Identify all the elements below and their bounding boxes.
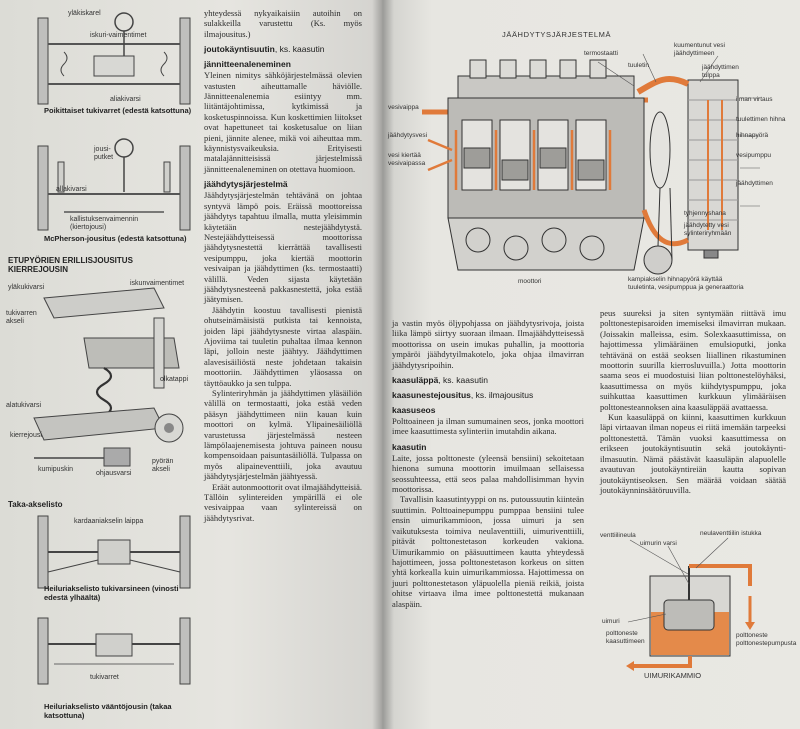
entry-kaasunestejousitus: kaasunestejousitus, ks. ilmajousitus xyxy=(392,390,534,401)
fig2-label-1: jousi-putket xyxy=(94,146,114,161)
text-ilmajaahdytys: ja vastin myös öljypohjassa on jäähdytys… xyxy=(392,318,584,370)
text-jaahdytysjarjestelma-3: Sylinteriryhmän ja jäähdyttimen yläsäili… xyxy=(204,388,362,482)
right-text-column-left: ja vastin myös öljypohjassa on jäähdytys… xyxy=(392,318,584,609)
entry-kaasutin: kaasutin xyxy=(392,441,427,452)
carb-label-istukka: neulaventtiilin istukka xyxy=(700,530,762,537)
fig2-label-2: kallistuksenvaimennin (kiertojousi) xyxy=(70,216,139,231)
text-kaasutin-3: peus suureksi ja siten syntymään riittäv… xyxy=(600,308,786,412)
running-head: JÄÄHDYTYSJÄRJESTELMÄ xyxy=(502,30,612,39)
fig1-label-3: aliakivarsi xyxy=(110,96,141,103)
text-jaahdytysjarjestelma-4: Eräät autonmoottorit ovat ilmajäähdyttei… xyxy=(204,481,362,523)
fig3-label-2: tukivarren akseli xyxy=(6,310,37,325)
fig5-caption: Heiluriakselisto vääntöjousin (takaa kat… xyxy=(44,702,172,720)
left-text-column: yhteydessä nykyaikaisiin autoihin on sul… xyxy=(204,8,362,523)
fig4-label-1: kardaaniakselin laippa xyxy=(74,518,144,525)
right-text-column-right: peus suureksi ja siten syntymään riittäv… xyxy=(600,308,786,495)
text-jaahdytysjarjestelma-2: Jäähdytin koostuu tavallisesti pienistä … xyxy=(204,304,362,388)
carb-label-uimurin-varsi: uimurin varsi xyxy=(640,540,677,547)
fig3-label-9: pyörän akseli xyxy=(152,458,174,473)
right-book-page: JÄÄHDYTYSJÄRJESTELMÄ xyxy=(382,0,800,729)
engine-label-kampiakselin: kampiakselin hihnapyörä käyttää tuuletin… xyxy=(628,276,744,291)
text-kaasutin-1: Laite, jossa polttoneste (yleensä bensii… xyxy=(392,452,584,495)
entry-joutokayntisuutin: joutokäyntisuutin, ks. kaasutin xyxy=(204,44,325,55)
engine-label-jaahdytysvesi: jäähdytysvesi xyxy=(388,132,428,139)
engine-label-jaahdytetty-vesi: jäähdytetty vesi sylinteriryhmään xyxy=(684,222,732,237)
float-chamber-diagram: venttiilineula uimurin varsi neulaventti… xyxy=(600,526,797,679)
figure-mcpherson: jousi-putket kallistuksenvaimennin (kier… xyxy=(34,132,194,243)
carb-label-venttiilineula: venttiilineula xyxy=(600,532,636,539)
entry-jaahdytysjarjestelma: jäähdytysjärjestelmä xyxy=(204,179,288,190)
text-jaahdytysjarjestelma-1: Jäähdytysjärjestelmän tehtävänä on johta… xyxy=(204,190,362,305)
engine-label-tulppa: jäähdyttimen tulppa xyxy=(702,64,739,79)
fig1-label-1: yläkiskarel xyxy=(68,10,101,17)
book-gutter xyxy=(372,0,394,729)
text-jannitteenaleneminen: Yleinen nimitys sähköjärjestelmässä olev… xyxy=(204,70,362,174)
left-book-page: yläkiskarel iskuri-vaimentimet aliakivar… xyxy=(0,0,382,729)
text-kaasuseos: Polttoaineen ja ilman sumumainen seos, j… xyxy=(392,416,584,437)
entry-kaasulappa: kaasuläppä, ks. kaasutin xyxy=(392,375,488,386)
engine-label-jaahdyttimen: jäähdyttimen xyxy=(736,180,773,187)
figure-front-suspension: yläkukivarsi tukivarren akseli iskunvaim… xyxy=(4,278,194,488)
fig2-caption: McPherson-jousitus (edestä katsottuna) xyxy=(44,234,187,243)
figure-transverse-arms: yläkiskarel iskuri-vaimentimet aliakivar… xyxy=(34,4,194,120)
fig1-caption: Poikittaiset tukivarret (edestä katsottu… xyxy=(44,106,192,115)
fig3-label-3: iskunvaimentimet xyxy=(130,280,185,287)
text-kaasutin-2: Tavallisin kaasutintyyppi on ns. putouss… xyxy=(392,494,584,609)
engine-label-moottori: moottori xyxy=(518,278,542,285)
fig2-label-3: allakivarsi xyxy=(56,186,87,193)
engine-label-vesipumppu: vesipumppu xyxy=(736,152,772,159)
fig3-label-4: olkatappi xyxy=(160,376,189,383)
fig4-caption: Heiluriakselisto tukivarsineen (vinosti … xyxy=(44,584,179,602)
fig4-title: Taka-akselisto xyxy=(8,500,63,509)
fig3-title: ETUPYÖRIEN ERILLISJOUSITUS KIERREJOUSIN xyxy=(8,256,133,274)
engine-label-hihnapyora: hihnapyörä xyxy=(736,132,769,139)
fig3-label-6: kierrejousi xyxy=(10,432,42,439)
engine-label-kuumentunut-vesi: kuumentunut vesi jäähdyttimeen xyxy=(674,42,725,57)
fig1-label-2: iskuri-vaimentimet xyxy=(90,32,147,39)
fig3-label-5: alatukivarsi xyxy=(6,402,42,409)
engine-label-tuuletin: tuuletin xyxy=(628,62,649,69)
engine-label-tyhjennyshana: tyhjennyshana xyxy=(684,210,726,217)
intro-text: yhteydessä nykyaikaisiin autoihin on sul… xyxy=(204,8,362,39)
engine-label-ilman-virtaus: ilman virtaus xyxy=(736,96,773,103)
carb-label-uimuri: uimuri xyxy=(602,618,620,625)
entry-jannitteenaleneminen: jännitteenaleneminen xyxy=(204,59,291,70)
engine-label-tuulettimen-hihna: tuulettimen hihna xyxy=(736,116,786,123)
fig3-label-8: ohjausvarsi xyxy=(96,470,132,477)
carb-caption: UIMURIKAMMIO xyxy=(644,671,702,680)
figure-swing-axle-arms: kardaaniakselin laippa Heiluriakselisto … xyxy=(34,512,194,602)
engine-label-vesivaippa: vesivaippa xyxy=(388,104,419,111)
engine-label-vesi-kiertaa: vesi kiertää vesivaipassa xyxy=(388,152,426,167)
text-kaasutin-4: Kun kaasuläppä on kiinni, kaasuttimen ku… xyxy=(600,412,786,495)
fig3-label-7: kumipuskin xyxy=(38,466,74,473)
carb-label-polttoneste-kaasuttimeen: polttoneste kaasuttimeen xyxy=(606,630,645,645)
fig5-label-1: tukivarret xyxy=(90,674,119,681)
carb-label-polttoneste-pumpusta: polttoneste polttonestepumpusta xyxy=(736,632,797,647)
fig3-label-1: yläkukivarsi xyxy=(8,284,45,291)
engine-cooling-diagram: termostaatti tuuletin kuumentunut vesi j… xyxy=(388,40,788,308)
engine-label-termostaatti: termostaatti xyxy=(584,50,618,57)
entry-kaasuseos: kaasuseos xyxy=(392,405,436,416)
figure-swing-axle-torsion: tukivarret Heiluriakselisto vääntöjousin… xyxy=(34,614,194,720)
